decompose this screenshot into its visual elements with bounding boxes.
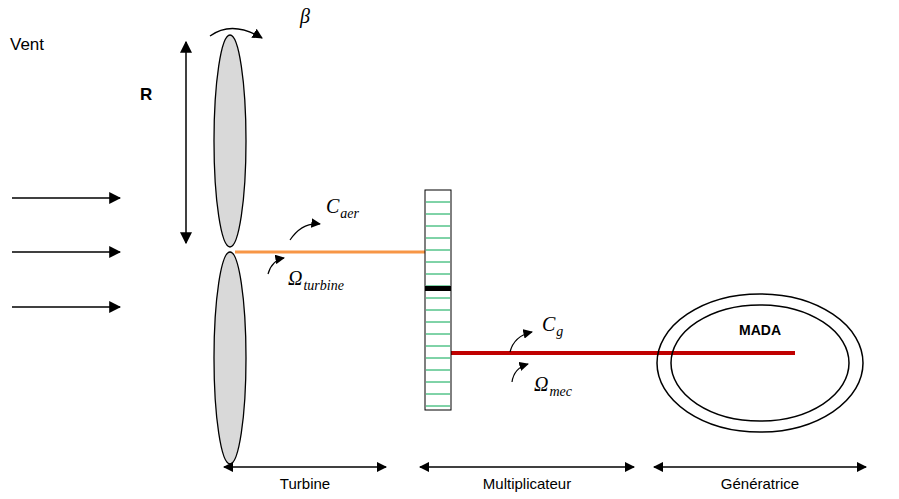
subscript: g [556,325,563,339]
torque-arrow [290,224,320,240]
blade [214,252,246,464]
speed-arrow [512,364,528,382]
blade [214,35,246,247]
wind-arrows [12,198,120,307]
section-label: Génératrice [721,476,799,491]
node-label: MADA [739,322,781,338]
torque-symbol: C [326,196,339,216]
radius-symbol: R [140,86,152,103]
subscript: aer [340,207,359,221]
turbine-shaft [235,251,426,254]
subscript: turbine [303,279,343,293]
ellipse-outline [655,292,865,434]
section-arrows [224,466,866,467]
section-label: Turbine [280,476,330,491]
gearbox [425,190,451,410]
pitch-arrow [210,28,262,38]
speed-arrow [268,258,284,274]
torque-arrow [510,332,532,352]
section-label: Multiplicateur [483,476,571,491]
speed-symbol: Ω [534,374,548,394]
pitch-symbol: β [300,6,310,26]
radius-arrow [185,42,187,243]
speed-symbol: Ω [288,268,302,288]
subscript: mec [549,385,572,399]
wind-label: Vent [10,36,44,53]
torque-symbol: C [542,314,555,334]
generator-ellipse: MADA [655,292,865,434]
generator-shaft [451,351,795,355]
